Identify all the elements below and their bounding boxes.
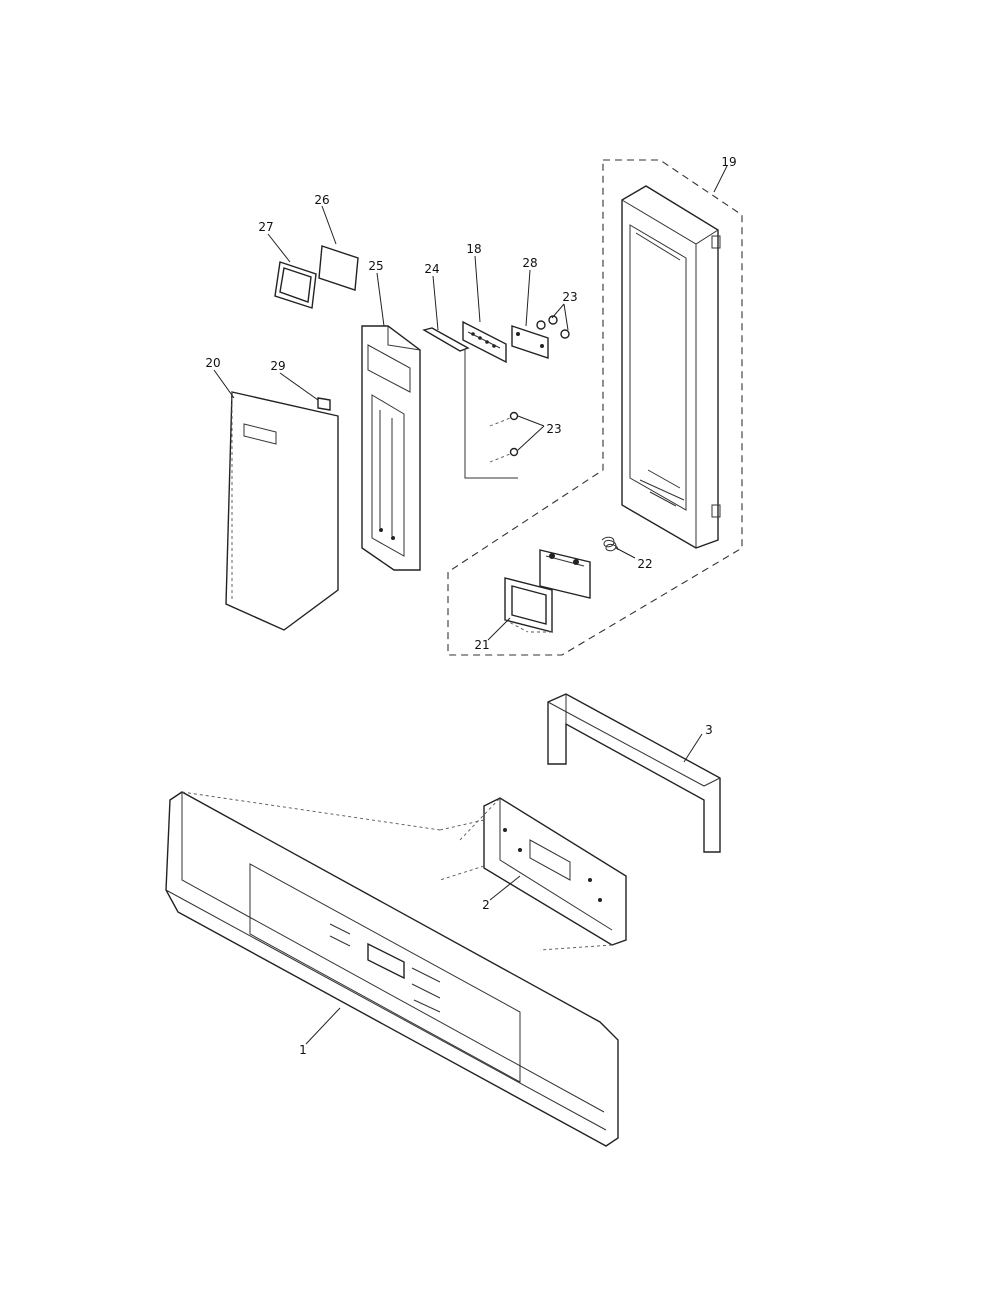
part-29-clip	[317, 397, 331, 411]
part-21-button	[504, 577, 553, 633]
screws-23-lower	[489, 411, 519, 463]
callout-25: 25	[368, 259, 383, 273]
screws-23-upper	[536, 315, 570, 339]
leader-lines	[213, 165, 728, 1045]
callout-22: 22	[637, 557, 652, 571]
callout-23-lower: 23	[546, 422, 561, 436]
part-20-panel	[225, 391, 339, 631]
part-switch-housing	[539, 549, 591, 599]
callout-26: 26	[314, 193, 329, 207]
part-1-main-panel	[165, 791, 619, 1147]
callout-1: 1	[299, 1043, 307, 1057]
callout-20: 20	[205, 356, 220, 370]
part-2-control-board	[439, 797, 627, 951]
callout-21: 21	[474, 638, 489, 652]
callout-27: 27	[258, 220, 273, 234]
callout-28: 28	[522, 256, 537, 270]
part-22-spring	[601, 536, 619, 552]
part-28-bracket	[511, 325, 549, 359]
callout-29: 29	[270, 359, 285, 373]
door-assembly-boundary	[447, 159, 743, 656]
callout-19: 19	[721, 155, 736, 169]
callout-23-upper: 23	[562, 290, 577, 304]
callout-24: 24	[424, 262, 439, 276]
part-26-overlay	[318, 245, 359, 291]
part-19-door-frame	[621, 185, 721, 549]
part-18-board	[462, 320, 518, 479]
callout-18: 18	[466, 242, 481, 256]
part-24-strip	[422, 327, 470, 352]
part-25-control-panel	[361, 325, 421, 571]
callout-labels: 19 26 27 25 24 18 28 23 20 29 23 22 21 3…	[205, 155, 736, 1057]
callout-2: 2	[482, 898, 490, 912]
callout-3: 3	[705, 723, 713, 737]
part-3-trim	[547, 693, 721, 853]
part-27-bezel	[274, 261, 317, 309]
